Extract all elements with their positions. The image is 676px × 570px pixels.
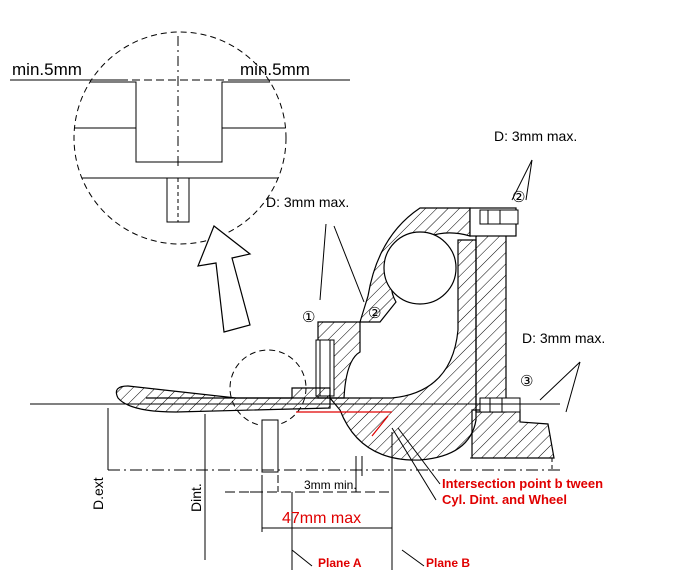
intersection-label-line2: Cyl. Dint. and Wheel	[442, 492, 567, 507]
volute-circle	[383, 231, 457, 305]
shaft-hub	[115, 385, 331, 413]
callout-2-center: ②	[368, 304, 382, 322]
d-int-label: Dint.	[188, 483, 204, 512]
magnify-arrow	[197, 225, 252, 333]
plane-a-label: Plane A	[318, 556, 362, 570]
d-ext-label: D.ext	[90, 477, 106, 510]
detail-source-circle	[229, 349, 307, 427]
detail-circle	[73, 31, 287, 245]
three-mm-min-label: 3mm min.	[304, 478, 357, 492]
wheel-section	[317, 207, 555, 461]
plane-b-label: Plane B	[426, 556, 471, 570]
min-5mm-right-label: min.5mm	[240, 60, 310, 79]
bolt-bottom	[479, 397, 521, 413]
d3-max-center-label: D: 3mm max.	[266, 194, 350, 210]
callout-3: ③	[520, 372, 534, 390]
groove-profile	[74, 81, 286, 163]
min-5mm-left-label: min.5mm	[12, 60, 82, 79]
d3-max-upper-right-label: D: 3mm max.	[494, 128, 578, 144]
callout-1: ①	[302, 308, 316, 326]
detail-view	[10, 31, 350, 245]
side-plate	[475, 215, 507, 413]
callout-2-top: ②	[512, 188, 526, 206]
intersection-label-line1: Intersection point b tween	[442, 476, 604, 491]
bolt-top	[479, 209, 519, 225]
d3-max-right-label: D: 3mm max.	[522, 330, 606, 346]
max-47mm-label: 47mm max	[282, 510, 362, 527]
